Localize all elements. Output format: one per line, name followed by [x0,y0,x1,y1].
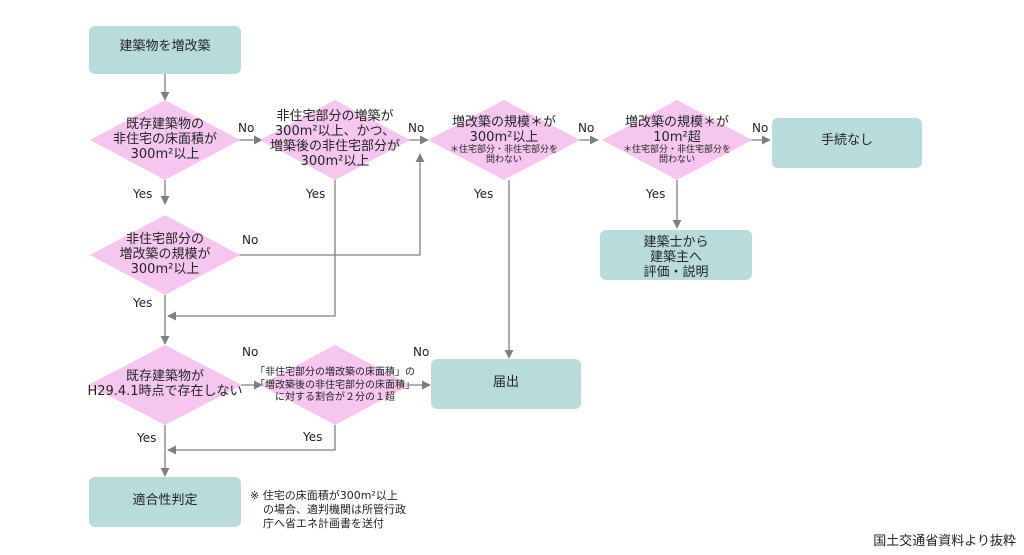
notify-box [431,359,581,409]
edge-q2-yes-merge [167,180,336,321]
q6-no-label: No [242,345,259,359]
none-box [772,118,922,168]
edge-q7-yes-merge [167,425,336,455]
process-boxes [89,26,922,527]
footnote-line-3: 庁へ省エネ計画書を送付 [263,516,384,530]
q3-diamond [428,100,580,180]
q7-yes-label: Yes [303,430,323,444]
q1-diamond [90,100,240,180]
start-box [89,26,241,74]
q5-diamond [90,215,240,295]
q1-yes-label: Yes [133,187,153,201]
footnote-line-2: の場合、適判機関は所管行政 [263,502,406,516]
q4-no-label: No [752,121,769,135]
q1-no-label: No [238,121,255,135]
decision-diamonds [88,100,752,425]
q6-diamond [88,345,242,425]
q3-no-label: No [578,121,595,135]
q4-yes-label: Yes [646,187,666,201]
q6-yes-label: Yes [137,431,157,445]
q5-yes-label: Yes [133,296,153,310]
q2-diamond [260,100,410,180]
edge-q5-no-q3 [238,153,425,256]
q2-no-label: No [408,121,425,135]
q5-no-label: No [242,233,259,247]
q4-diamond [602,100,752,180]
footnote-line-1: ※ 住宅の床面積が300m²以上 [250,489,398,502]
q2-yes-label: Yes [306,187,326,201]
q3-yes-label: Yes [474,187,494,201]
explain-box [600,230,752,280]
q7-no-label: No [413,345,430,359]
source-credit: 国土交通省資料より抜粋 [873,534,1016,549]
judge-box [89,477,241,527]
footnote: ※ 住宅の床面積が300m²以上 の場合、適判機関は所管行政 庁へ省エネ計画書を… [250,489,406,530]
connectors [160,74,771,477]
q7-diamond [260,345,410,425]
